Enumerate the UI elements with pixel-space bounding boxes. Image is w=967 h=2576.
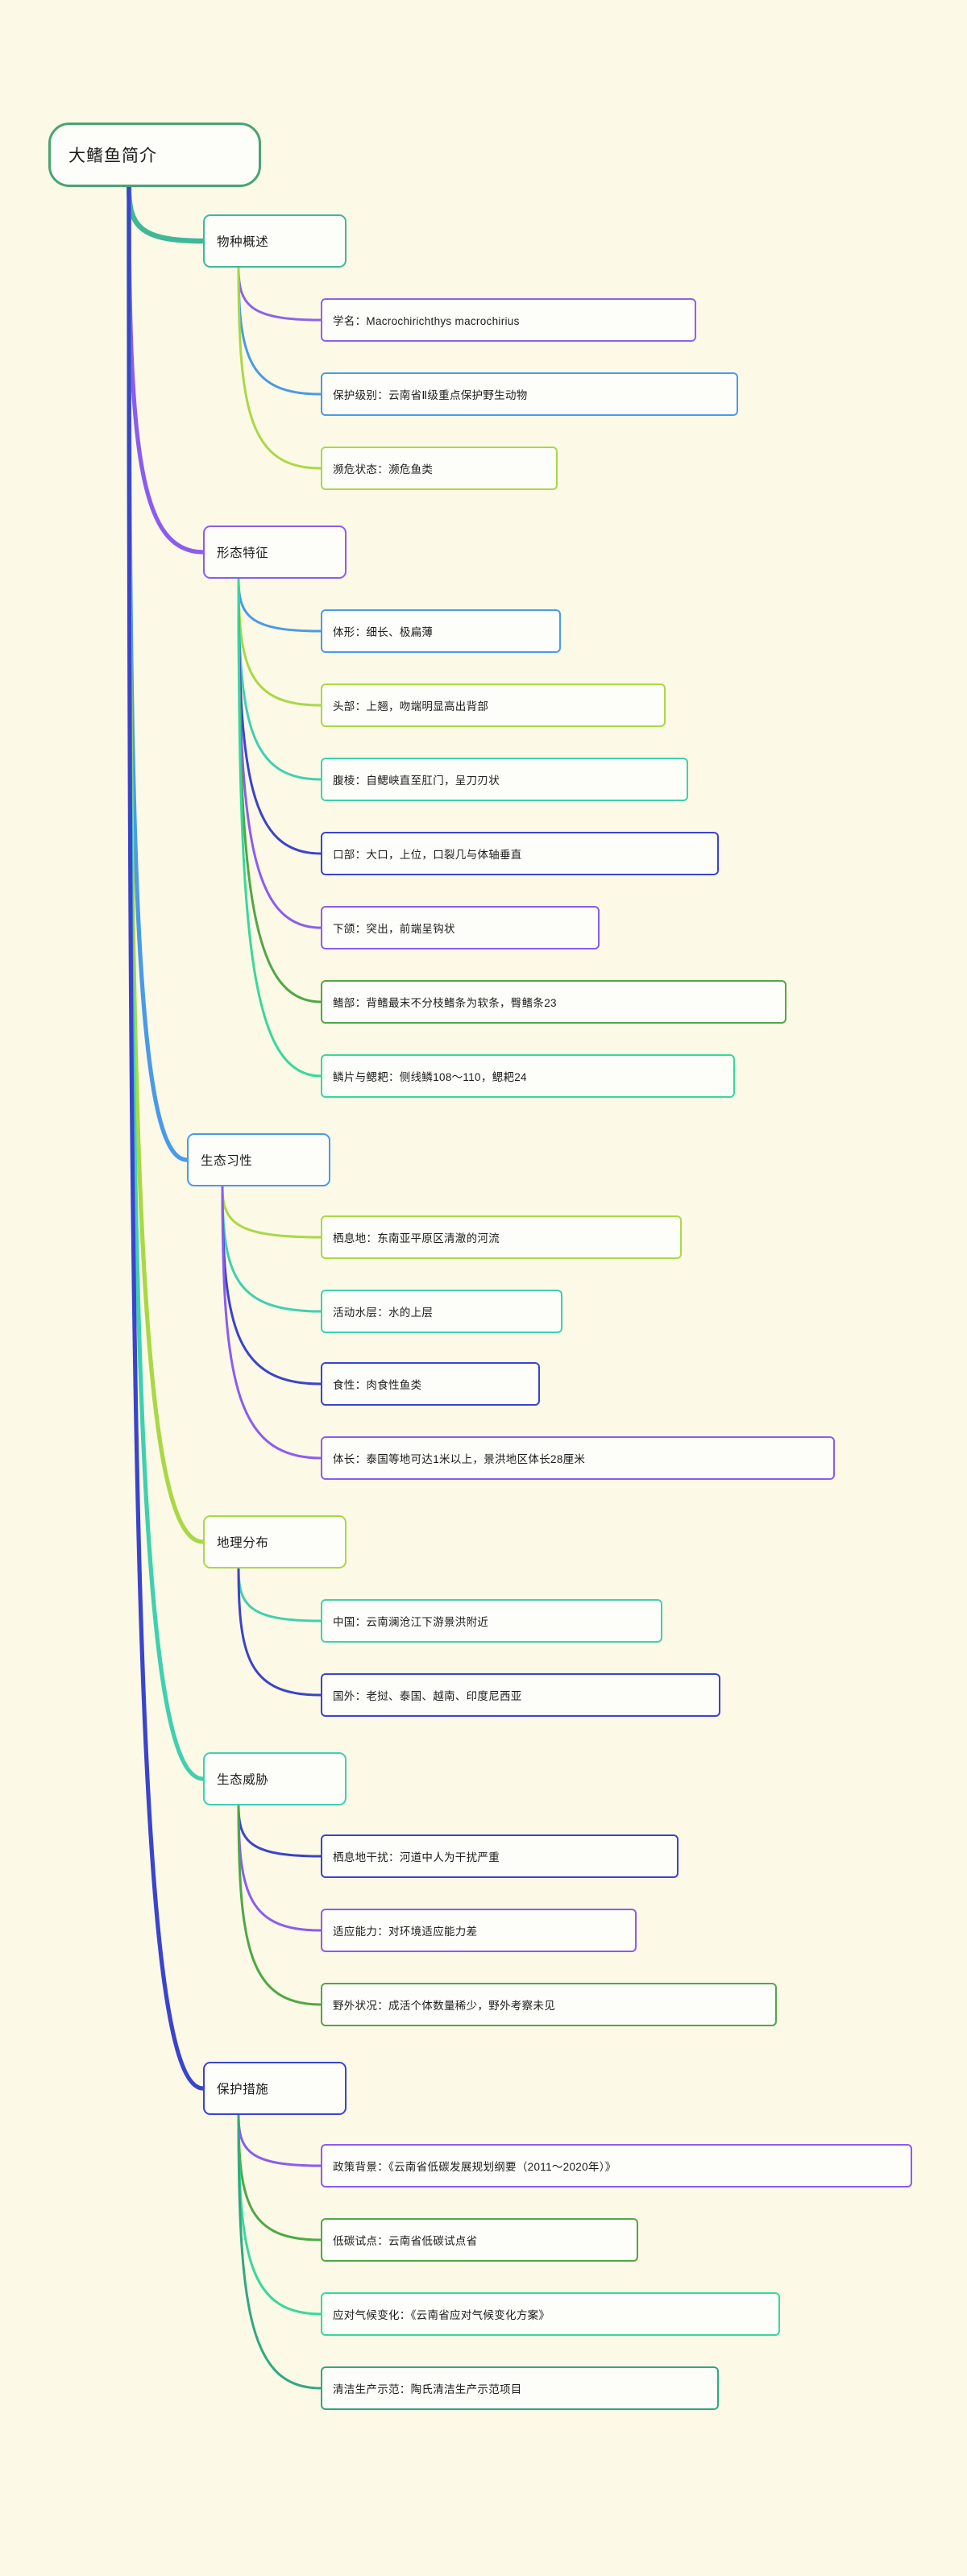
leaf-node-5-0[interactable]: 政策背景：《云南省低碳发展规划纲要（2011～2020年）》 bbox=[321, 2144, 912, 2188]
leaf-node-1-3[interactable]: 口部：大口，上位，口裂几与体轴垂直 bbox=[321, 832, 719, 875]
leaf-node-1-4[interactable]: 下颌：突出，前端呈钩状 bbox=[321, 906, 600, 949]
branch-node-0[interactable]: 物种概述 bbox=[203, 214, 347, 268]
leaf-node-2-1[interactable]: 活动水层：水的上层 bbox=[321, 1290, 562, 1333]
leaf-node-0-0[interactable]: 学名：Macrochirichthys macrochirius bbox=[321, 298, 696, 342]
leaf-node-2-0[interactable]: 栖息地：东南亚平原区清澈的河流 bbox=[321, 1215, 682, 1259]
leaf-node-4-2[interactable]: 野外状况：成活个体数量稀少，野外考察未见 bbox=[321, 1983, 777, 2026]
leaf-node-1-5[interactable]: 鳍部：背鳍最末不分枝鳍条为软条，臀鳍条23 bbox=[321, 980, 786, 1024]
leaf-node-1-2[interactable]: 腹棱：自鳃峡直至肛门，呈刀刃状 bbox=[321, 758, 688, 801]
branch-node-1[interactable]: 形态特征 bbox=[203, 526, 347, 579]
leaf-node-5-3[interactable]: 清洁生产示范：陶氏清洁生产示范项目 bbox=[321, 2366, 719, 2410]
leaf-node-2-2[interactable]: 食性：肉食性鱼类 bbox=[321, 1362, 540, 1406]
leaf-node-0-2[interactable]: 濒危状态：濒危鱼类 bbox=[321, 447, 558, 490]
leaf-node-3-1[interactable]: 国外：老挝、泰国、越南、印度尼西亚 bbox=[321, 1673, 720, 1717]
leaf-node-2-3[interactable]: 体长：泰国等地可达1米以上，景洪地区体长28厘米 bbox=[321, 1436, 835, 1480]
root-node[interactable]: 大鳍鱼简介 bbox=[48, 123, 261, 187]
branch-node-3[interactable]: 地理分布 bbox=[203, 1515, 347, 1568]
leaf-node-1-1[interactable]: 头部：上翘，吻端明显高出背部 bbox=[321, 683, 666, 727]
leaf-node-3-0[interactable]: 中国：云南澜沧江下游景洪附近 bbox=[321, 1599, 662, 1643]
leaf-node-1-0[interactable]: 体形：细长、极扁薄 bbox=[321, 609, 561, 653]
branch-node-2[interactable]: 生态习性 bbox=[187, 1133, 330, 1186]
leaf-node-1-6[interactable]: 鳞片与鳃耙：侧线鳞108～110，鳃耙24 bbox=[321, 1054, 735, 1098]
leaf-node-0-1[interactable]: 保护级别：云南省Ⅱ级重点保护野生动物 bbox=[321, 372, 738, 416]
leaf-node-5-2[interactable]: 应对气候变化：《云南省应对气候变化方案》 bbox=[321, 2292, 780, 2336]
leaf-node-5-1[interactable]: 低碳试点：云南省低碳试点省 bbox=[321, 2218, 638, 2262]
leaf-node-4-1[interactable]: 适应能力：对环境适应能力差 bbox=[321, 1909, 637, 1952]
branch-node-4[interactable]: 生态威胁 bbox=[203, 1752, 347, 1805]
branch-node-5[interactable]: 保护措施 bbox=[203, 2062, 347, 2115]
leaf-node-4-0[interactable]: 栖息地干扰：河道中人为干扰严重 bbox=[321, 1834, 679, 1878]
